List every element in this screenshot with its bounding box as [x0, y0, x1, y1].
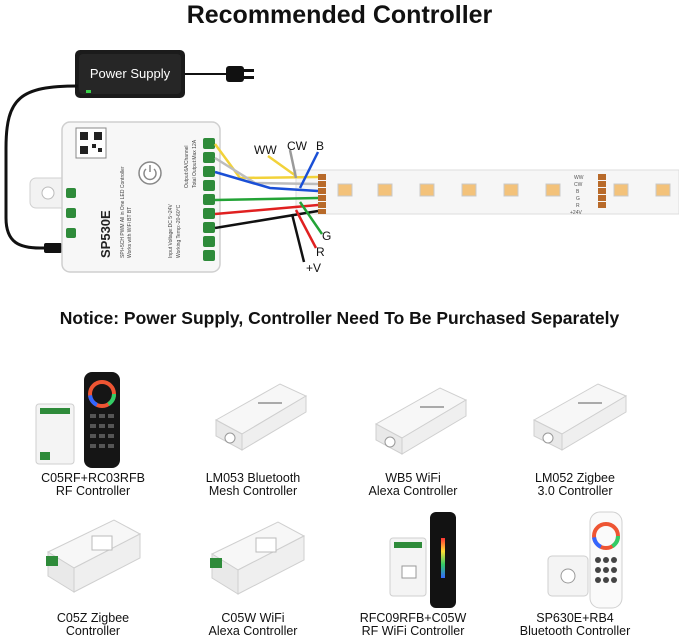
product-card: LM052 Zigbee 3.0 Controller — [500, 368, 650, 498]
product-card: LM053 Bluetooth Mesh Controller — [178, 368, 328, 498]
product-line2: Bluetooth Controller — [519, 624, 631, 638]
product-line2: Mesh Controller — [208, 484, 298, 498]
wiring-diagram: Power Supply SP530E SPI+5CH PWM All in O… — [4, 50, 679, 275]
product-line2: Alexa Controller — [368, 484, 458, 498]
device-model: SP530E — [98, 210, 113, 258]
spec-voltage: Input Voltage:DC 5~24V — [168, 204, 174, 258]
product-line1: WB5 WiFi — [385, 471, 441, 485]
notice-text: Notice: Power Supply, Controller Need To… — [59, 308, 620, 328]
product-line1: C05Z Zigbee — [56, 611, 130, 625]
wire-label-g: G — [322, 229, 331, 243]
product-line2: RF WiFi Controller — [361, 624, 465, 638]
product-card: RFC09RFB+C05W RF WiFi Controller — [338, 508, 488, 638]
device-subtitle: SPI+5CH PWM All in One LED Controller — [120, 166, 126, 258]
device-works-with: Works with WiFi BT BT — [127, 207, 133, 258]
power-supply: Power Supply — [75, 50, 185, 98]
led-strip: WW CW B G R +24V — [295, 169, 679, 216]
product-line2: RF Controller — [55, 484, 131, 498]
sp530e-controller: SP530E SPI+5CH PWM All in One LED Contro… — [29, 121, 221, 273]
power-supply-label: Power Supply — [90, 66, 171, 81]
sp630e-rb4-image — [547, 511, 623, 609]
product-line1: SP630E+RB4 — [536, 611, 614, 625]
spec-total: Total Output:Max 12A — [192, 139, 198, 188]
strip-pad-g: G — [576, 196, 580, 202]
page-title: Recommended Controller — [186, 1, 493, 29]
controller-grid: C05RF+RC03RFB RF Controller LM053 Blueto… — [0, 360, 679, 640]
product-card: WB5 WiFi Alexa Controller — [338, 368, 488, 498]
wire-label-b: B — [316, 139, 324, 153]
strip-pad-b: B — [576, 189, 580, 195]
wire-label-ww: WW — [254, 143, 277, 157]
spec-output: Output:6A/Channel — [184, 145, 190, 188]
rfc09rfb-c05w-image — [389, 512, 456, 608]
strip-pad-r: R — [576, 203, 580, 209]
c05rf-rc03rfb-image — [35, 372, 120, 468]
strip-pad-24v: +24V — [570, 210, 582, 216]
wire-label-r: R — [316, 245, 325, 259]
product-card: C05Z Zigbee Controller — [18, 508, 168, 638]
lm052-image — [532, 383, 628, 451]
wb5-image — [374, 387, 468, 455]
product-line2: Controller — [65, 624, 121, 638]
product-line1: LM052 Zigbee — [535, 471, 615, 485]
product-card: SP630E+RB4 Bluetooth Controller — [500, 508, 650, 638]
product-line1: RFC09RFB+C05W — [359, 611, 467, 625]
strip-pad-cw: CW — [574, 182, 583, 188]
wire-label-v: +V — [306, 261, 321, 275]
c05w-image — [210, 521, 306, 595]
lm053-image — [214, 383, 308, 451]
ac-plug-icon — [226, 66, 254, 82]
wire-label-cw: CW — [287, 139, 308, 153]
product-line1: C05W WiFi — [221, 611, 285, 625]
product-line1: LM053 Bluetooth — [205, 471, 301, 485]
c05z-image — [46, 519, 142, 593]
product-line2: 3.0 Controller — [537, 484, 613, 498]
strip-pad-ww: WW — [574, 175, 584, 181]
product-card: C05RF+RC03RFB RF Controller — [18, 368, 168, 498]
product-line2: Alexa Controller — [208, 624, 298, 638]
spec-temp: Working Temp:-20-60°C — [176, 204, 182, 258]
product-line1: C05RF+RC03RFB — [41, 471, 145, 485]
product-card: C05W WiFi Alexa Controller — [178, 508, 328, 638]
